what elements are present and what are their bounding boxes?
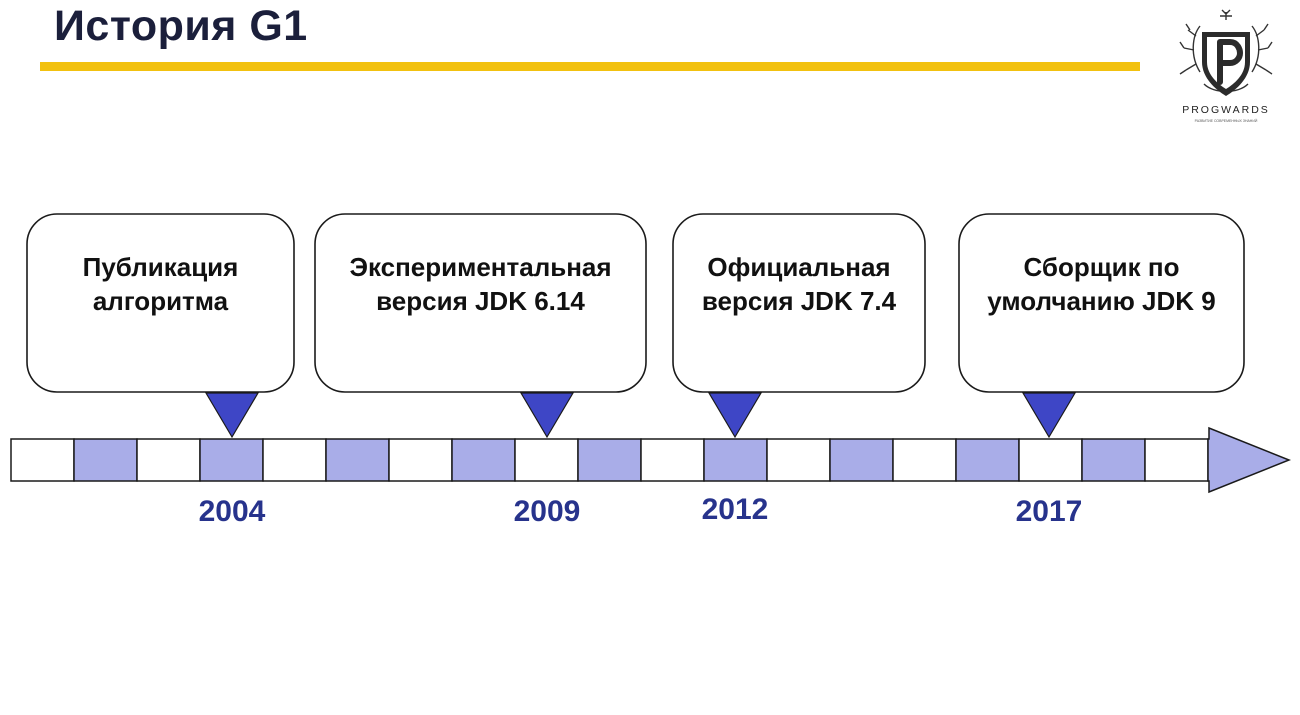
event-label: Публикация алгоритма bbox=[27, 214, 294, 392]
event-year: 2017 bbox=[1015, 495, 1083, 528]
timeline-segment bbox=[262, 438, 327, 482]
event-callout-box bbox=[26, 213, 295, 393]
timeline-segment bbox=[451, 438, 516, 482]
event-label-line: версия JDK 7.4 bbox=[701, 286, 897, 316]
title-underline-bar bbox=[40, 62, 1140, 71]
event-year: 2004 bbox=[198, 495, 266, 528]
event-label: Экспериментальная версия JDK 6.14 bbox=[315, 214, 646, 392]
event-callout-box bbox=[958, 213, 1245, 393]
event-label: Сборщик по умолчанию JDK 9 bbox=[959, 214, 1244, 392]
timeline-segment bbox=[1018, 438, 1083, 482]
logo-emblem-icon bbox=[1179, 9, 1273, 96]
timeline-segment bbox=[955, 438, 1020, 482]
timeline-segment bbox=[514, 438, 579, 482]
logo-wordmark: PROGWARDS bbox=[1182, 104, 1270, 116]
event-callout-box bbox=[672, 213, 926, 393]
timeline-segment bbox=[136, 438, 201, 482]
page-title: История G1 bbox=[54, 2, 308, 50]
timeline-segment bbox=[829, 438, 894, 482]
event-label-line: Экспериментальная bbox=[349, 252, 612, 282]
timeline-segment bbox=[892, 438, 957, 482]
timeline-segment bbox=[199, 438, 264, 482]
timeline-segment bbox=[325, 438, 390, 482]
timeline-arrowhead bbox=[1207, 426, 1292, 494]
event-label-line: Сборщик по bbox=[1023, 252, 1180, 282]
event-year: 2009 bbox=[513, 495, 581, 528]
event-label-line: Официальная bbox=[707, 252, 891, 282]
event-label-line: алгоритма bbox=[92, 286, 229, 316]
event-pointer-triangle bbox=[1021, 392, 1077, 439]
logo-tagline: РАЗВИТИЕ СОВРЕМЕННЫХ ЗНАНИЙ bbox=[1194, 119, 1258, 123]
timeline-segment bbox=[1144, 438, 1209, 482]
event-pointer-triangle bbox=[707, 392, 763, 439]
event-year: 2012 bbox=[701, 493, 769, 526]
timeline-segment bbox=[766, 438, 831, 482]
event-label: Официальная версия JDK 7.4 bbox=[673, 214, 925, 392]
timeline-segment bbox=[73, 438, 138, 482]
timeline-segment bbox=[577, 438, 642, 482]
progwards-logo: PROGWARDS РАЗВИТИЕ СОВРЕМЕННЫХ ЗНАНИЙ bbox=[1170, 6, 1282, 130]
timeline-segment bbox=[1081, 438, 1146, 482]
timeline-segment bbox=[640, 438, 705, 482]
event-label-line: умолчанию JDK 9 bbox=[987, 286, 1216, 316]
timeline-segment bbox=[10, 438, 75, 482]
timeline-segment bbox=[703, 438, 768, 482]
event-label-line: версия JDK 6.14 bbox=[376, 286, 585, 316]
event-callout-box bbox=[314, 213, 647, 393]
event-pointer-triangle bbox=[204, 392, 260, 439]
timeline-segment bbox=[388, 438, 453, 482]
event-label-line: Публикация bbox=[82, 252, 239, 282]
event-pointer-triangle bbox=[519, 392, 575, 439]
